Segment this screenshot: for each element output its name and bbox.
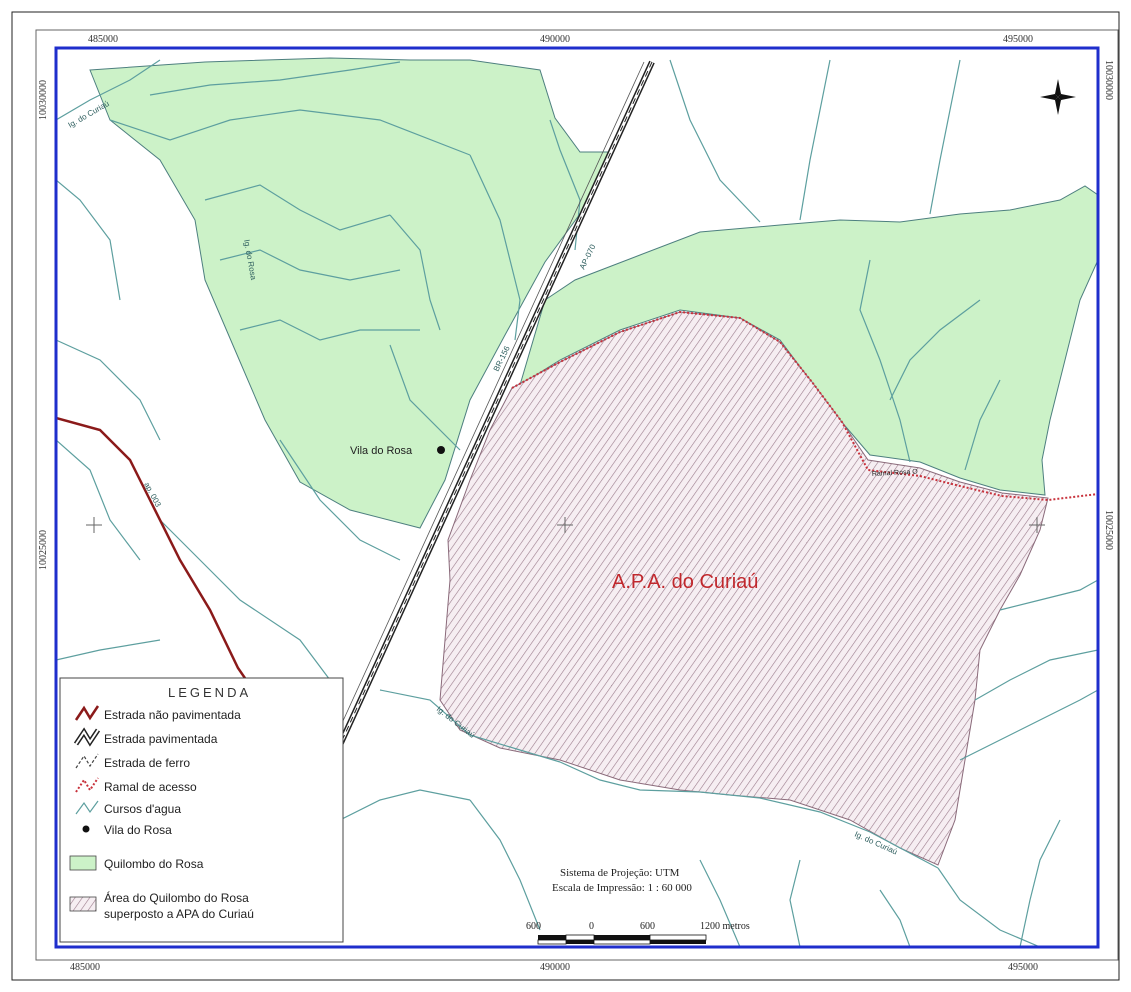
coord-labels-top: 485000 490000 495000: [88, 34, 1033, 45]
legend-river-icon: [75, 800, 99, 815]
projection-text: Sistema de Projeção: UTM: [560, 867, 680, 879]
map-body: [56, 48, 1098, 947]
main-area-label: A.P.A. do Curiaú: [612, 571, 758, 593]
scale-tick-3: 600: [640, 921, 655, 932]
legend-railway-icon: [75, 753, 99, 769]
legend-item-railway: Estrada de ferro: [104, 756, 190, 770]
scale-bar-graphic: [537, 934, 707, 945]
grid-crosses: [86, 517, 1045, 533]
legend-item-overlap: Área do Quilombo do Rosa: [104, 890, 249, 905]
legend-item-overlap-line2: superposto a APA do Curiaú: [104, 907, 254, 921]
legend-box: [59, 677, 344, 943]
coord-top-3: 495000: [1003, 34, 1033, 45]
map-frame: [54, 46, 1100, 949]
coord-labels-bottom: 485000 490000 495000: [70, 962, 1038, 973]
village-point: [437, 446, 445, 454]
legend-title: LEGENDA: [168, 685, 251, 700]
legend-overlap-swatch: [69, 896, 97, 912]
village-label: Vila do Rosa: [350, 445, 413, 457]
overlap-area: [439, 311, 1049, 866]
coord-left-2: 10025000: [38, 530, 49, 570]
scale-tick-2: 0: [589, 921, 594, 932]
scale-tick-4: 1200 metros: [700, 921, 750, 932]
coord-top-1: 485000: [88, 34, 118, 45]
legend-quilombo-swatch: [69, 855, 97, 871]
dirt-road-line: [56, 416, 262, 701]
print-scale-text: Escala de Impressão: 1 : 60 000: [552, 882, 692, 894]
legend-dirt-road-icon: [74, 705, 100, 721]
legend-item-rivers: Cursos d'agua: [104, 802, 181, 816]
legend-ramal-icon: [75, 777, 99, 793]
north-arrow-icon: [1040, 79, 1076, 115]
coord-bottom-1: 485000: [70, 962, 100, 973]
legend-item-dirt-road: Estrada não pavimentada: [104, 708, 241, 722]
legend-item-village: Vila do Rosa: [104, 823, 172, 837]
paved-road-line: [331, 60, 655, 747]
rivers: [56, 59, 1098, 947]
legend-item-quilombo: Quilombo do Rosa: [104, 857, 204, 871]
coord-right-1: 10030000: [1103, 60, 1114, 100]
ramal-label: Ramal Rosa O: [872, 469, 919, 478]
coord-bottom-2: 490000: [540, 962, 570, 973]
coord-right-2: 10025000: [1103, 510, 1114, 550]
legend-item-paved-road: Estrada pavimentada: [104, 732, 218, 746]
scale-tick-1: 600: [526, 921, 541, 932]
coord-bottom-3: 495000: [1008, 962, 1038, 973]
legend-paved-road-icon: [73, 727, 101, 747]
ramal-line: [511, 310, 1098, 502]
coord-left-1: 10030000: [38, 80, 49, 120]
coord-top-2: 490000: [540, 34, 570, 45]
legend-item-ramal: Ramal de acesso: [104, 780, 197, 794]
legend-village-icon: [82, 825, 90, 833]
